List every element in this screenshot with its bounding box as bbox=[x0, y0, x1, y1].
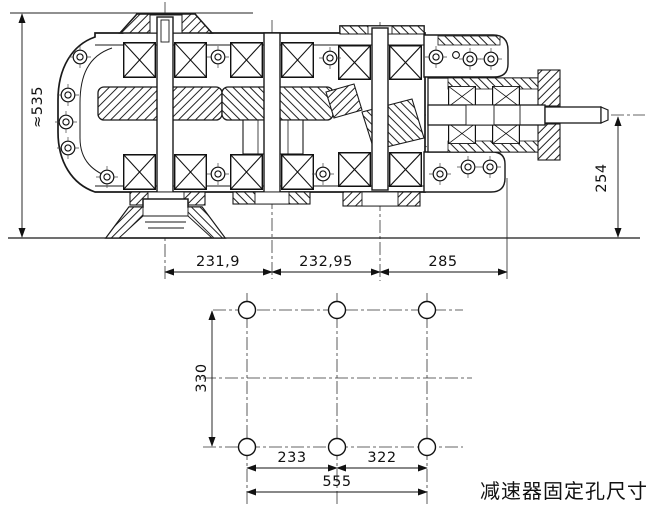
mounting-hole bbox=[417, 437, 437, 457]
dim-label-row-spacing: 330 bbox=[194, 363, 210, 392]
drawing-caption: 减速器固定孔尺寸 bbox=[480, 479, 648, 503]
mounting-hole-pattern-view: 330 233 322 555 bbox=[194, 293, 472, 506]
gearbox-section-view bbox=[8, 2, 645, 281]
dim-label-span2: 232,95 bbox=[299, 254, 353, 270]
third-shaft bbox=[371, 27, 389, 191]
second-shaft bbox=[263, 32, 281, 194]
dim-label-span3: 285 bbox=[428, 254, 457, 270]
mounting-hole bbox=[417, 300, 437, 320]
dim-label-span1: 231,9 bbox=[196, 254, 240, 270]
mounting-hole bbox=[237, 437, 257, 457]
section-dimensions: ≈535 254 231,9 232,95 285 bbox=[18, 13, 622, 276]
mounting-holes bbox=[237, 300, 437, 457]
mounting-hole bbox=[237, 300, 257, 320]
dim-label-span-left: 233 bbox=[277, 450, 306, 466]
dim-label-overall-height: ≈535 bbox=[30, 86, 46, 128]
hole-pattern-dimensions: 330 233 322 555 bbox=[194, 310, 428, 496]
mounting-hole bbox=[327, 300, 347, 320]
dim-label-overall-width: 555 bbox=[322, 474, 351, 490]
mounting-hole bbox=[327, 437, 347, 457]
dim-label-span-right: 322 bbox=[367, 450, 396, 466]
bolt-icons bbox=[54, 45, 503, 189]
output-shaft bbox=[427, 104, 609, 126]
housing-inner-flange bbox=[79, 47, 115, 180]
dim-label-output-height: 254 bbox=[594, 163, 610, 192]
input-shaft bbox=[156, 16, 174, 208]
foot-pedestal bbox=[104, 198, 227, 239]
